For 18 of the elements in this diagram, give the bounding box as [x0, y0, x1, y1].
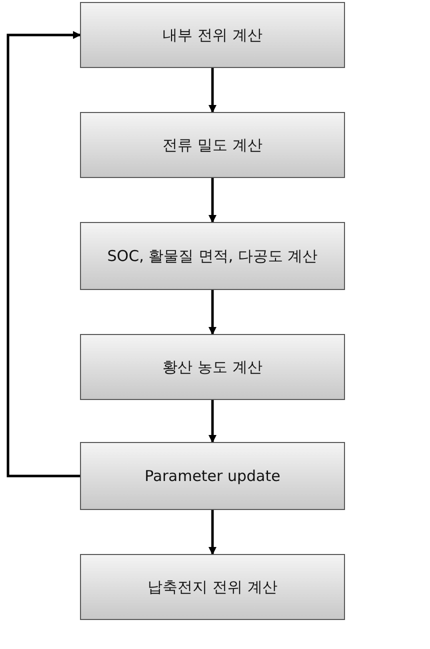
box-label: 내부 전위 계산 — [162, 24, 262, 46]
arrow — [6, 31, 81, 478]
box-label: 황산 농도 계산 — [162, 356, 262, 378]
process-box — [80, 554, 345, 620]
box-label: 전류 밀도 계산 — [162, 134, 262, 156]
process-box — [80, 112, 345, 178]
box-label: SOC, 활물질 면적, 다공도 계산 — [107, 246, 318, 267]
process-box — [80, 2, 345, 68]
box-label: 납축전지 전위 계산 — [148, 576, 278, 598]
arrow — [208, 68, 216, 113]
arrow — [208, 510, 216, 555]
box-label: Parameter update — [144, 466, 280, 487]
arrow — [208, 178, 216, 223]
arrow — [208, 400, 216, 443]
arrow — [208, 290, 216, 335]
process-box — [80, 222, 345, 290]
process-box — [80, 334, 345, 400]
process-box — [80, 442, 345, 510]
